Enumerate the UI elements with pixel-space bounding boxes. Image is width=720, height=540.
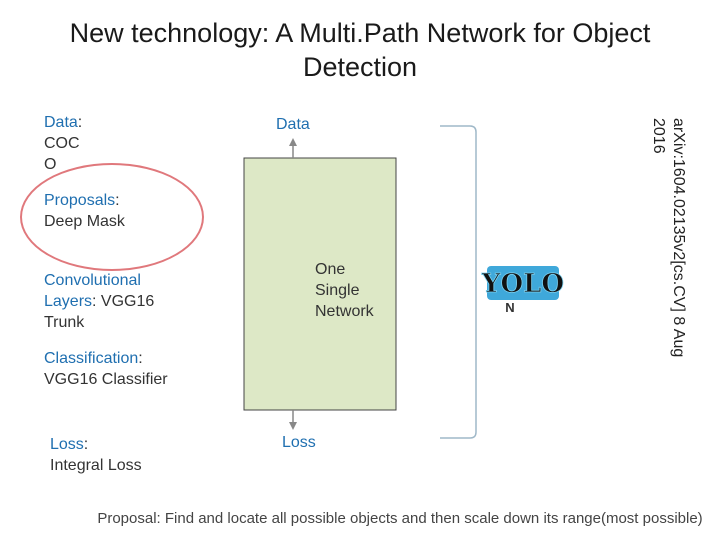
proposals-key: Proposals (44, 192, 116, 209)
logo-text: YOLO (481, 269, 564, 299)
classification-value: VGG16 Classifier (44, 371, 168, 388)
data-item: Data: COC O (44, 112, 82, 175)
data-value-line-1: COC (44, 135, 80, 152)
center-label-line-2: Single (315, 282, 360, 299)
side-citation-line-1: arXiv:1604.02135v2[cs.CV] 8 Aug (670, 118, 687, 358)
loss-colon: : (83, 436, 89, 453)
slide-title-line-1: New technology: A Multi.Path Network for… (69, 18, 651, 48)
diagram-top-label: Data (276, 116, 310, 133)
proposals-value: Deep Mask (44, 213, 125, 230)
center-label-line-3: Network (315, 303, 374, 320)
logo-backdrop (487, 266, 559, 300)
yolo-logo: YOLO N (481, 266, 564, 315)
side-citation-line-2: 2016 (650, 118, 667, 154)
diagram-bottom-label: Loss (282, 434, 316, 451)
data-value-line-2: O (44, 156, 57, 173)
classification-key: Classification (44, 350, 139, 367)
data-key: Data (44, 114, 78, 131)
conv-rest: : VGG16 (92, 293, 155, 310)
proposals-item: Proposals: Deep Mask (44, 190, 125, 232)
logo-subtext: N (505, 300, 514, 315)
right-bracket (440, 125, 477, 439)
classification-colon: : (138, 350, 143, 367)
center-label-line-1: One (315, 261, 346, 278)
loss-value: Integral Loss (50, 457, 142, 474)
loss-item: Loss: Integral Loss (50, 434, 142, 476)
center-label: One Single Network (315, 259, 374, 322)
loss-key: Loss (50, 436, 84, 453)
highlight-ellipse (20, 163, 204, 271)
data-colon: : (77, 114, 83, 131)
conv-key-line-1: Convolutional (44, 272, 141, 289)
slide-title: New technology: A Multi.Path Network for… (40, 16, 680, 84)
conv-value: Trunk (44, 314, 85, 331)
network-box (243, 157, 397, 411)
bottom-arrow-head (289, 422, 297, 430)
conv-item: Convolutional Layers: VGG16 Trunk (44, 270, 154, 333)
proposals-colon: : (115, 192, 120, 209)
top-arrow-head (289, 138, 297, 146)
classification-item: Classification: VGG16 Classifier (44, 348, 168, 390)
conv-key-line-2: Layers (44, 293, 93, 310)
footer-note: Proposal: Find and locate all possible o… (97, 510, 703, 527)
slide-title-line-2: Detection (302, 52, 418, 82)
